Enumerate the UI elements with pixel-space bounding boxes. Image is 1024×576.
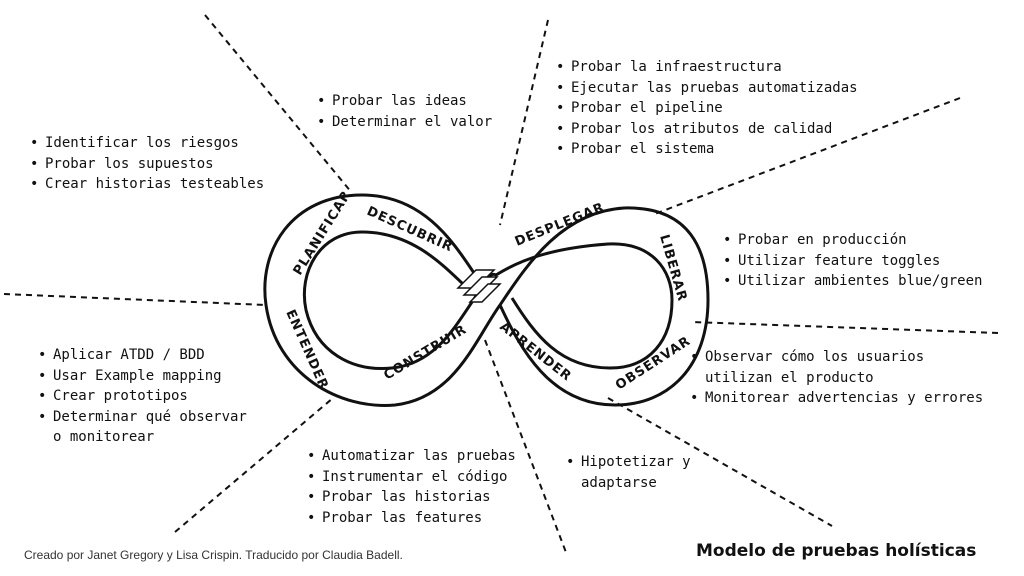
note-desplegar-list: Probar la infraestructura Ejecutar las p…: [556, 57, 858, 160]
note-desplegar: Probar la infraestructura Ejecutar las p…: [556, 57, 858, 160]
divider-planificar-descubrir: [204, 14, 353, 194]
phase-label-liberar: LIBERAR: [656, 233, 689, 303]
note-planificar: Identificar los riesgos Probar los supue…: [30, 133, 264, 195]
list-item: Aplicar ATDD / BDD: [38, 345, 263, 366]
list-item: Probar el sistema: [556, 139, 858, 160]
note-construir: Automatizar las pruebas Instrumentar el …: [307, 446, 516, 528]
note-planificar-list: Identificar los riesgos Probar los supue…: [30, 133, 264, 195]
note-construir-list: Automatizar las pruebas Instrumentar el …: [307, 446, 516, 528]
note-descubrir: Probar las ideas Determinar el valor: [317, 91, 492, 132]
divider-entender-planificar: [3, 293, 267, 306]
credit-text: Creado por Janet Gregory y Lisa Crispin.…: [24, 548, 403, 562]
divider-observar-aprender: [607, 397, 833, 527]
list-item: Identificar los riesgos: [30, 133, 264, 154]
list-item: Usar Example mapping: [38, 366, 263, 387]
crossing-arrows: [456, 269, 502, 303]
list-item: Determinar qué observar o monitorear: [38, 407, 263, 448]
phase-label-desplegar: DESPLEGAR: [513, 200, 607, 250]
list-item: Crear historias testeables: [30, 174, 264, 195]
list-item: Observar cómo los usuarios utilizan el p…: [690, 347, 983, 388]
model-title: Modelo de pruebas holísticas: [696, 541, 977, 561]
note-descubrir-list: Probar las ideas Determinar el valor: [317, 91, 492, 132]
list-item: Utilizar feature toggles: [723, 251, 982, 272]
list-item: Automatizar las pruebas: [307, 446, 516, 467]
phase-label-observar: OBSERVAR: [613, 334, 694, 394]
list-item: Crear prototipos: [38, 386, 263, 407]
divider-aprender-construir: [484, 339, 568, 556]
divider-lines: [3, 14, 999, 556]
note-aprender-list: Hipotetizar y adaptarse: [566, 452, 711, 493]
note-liberar-list: Probar en producción Utilizar feature to…: [723, 230, 982, 292]
list-item: Determinar el valor: [317, 112, 492, 133]
list-item: Probar las ideas: [317, 91, 492, 112]
note-entender: Aplicar ATDD / BDD Usar Example mapping …: [38, 345, 263, 448]
list-item: Probar las historias: [307, 487, 516, 508]
chevron-arrow-2: [462, 276, 499, 296]
list-item: Probar las features: [307, 508, 516, 529]
phase-label-construir: CONSTRUIR: [381, 322, 469, 383]
note-liberar: Probar en producción Utilizar feature to…: [723, 230, 982, 292]
chevron-arrow-3: [468, 283, 502, 303]
note-aprender: Hipotetizar y adaptarse: [566, 452, 711, 493]
note-observar-list: Observar cómo los usuarios utilizan el p…: [690, 347, 983, 409]
infinity-band-inner: [302, 230, 674, 370]
list-item: Probar el pipeline: [556, 98, 858, 119]
divider-liberar-observar: [691, 321, 999, 334]
infinity-band-outer: [263, 193, 710, 407]
list-item: Probar la infraestructura: [556, 57, 858, 78]
list-item: Monitorear advertencias y errores: [690, 388, 983, 409]
divider-descubrir-desplegar: [499, 19, 549, 226]
list-item: Ejecutar las pruebas automatizadas: [556, 78, 858, 99]
list-item: Probar en producción: [723, 230, 982, 251]
list-item: Instrumentar el código: [307, 467, 516, 488]
list-item: Utilizar ambientes blue/green: [723, 271, 982, 292]
list-item: Probar los supuestos: [30, 154, 264, 175]
list-item: Hipotetizar y adaptarse: [566, 452, 711, 493]
note-observar: Observar cómo los usuarios utilizan el p…: [690, 347, 983, 409]
list-item: Probar los atributos de calidad: [556, 119, 858, 140]
note-entender-list: Aplicar ATDD / BDD Usar Example mapping …: [38, 345, 263, 448]
divider-construir-entender: [174, 397, 334, 533]
